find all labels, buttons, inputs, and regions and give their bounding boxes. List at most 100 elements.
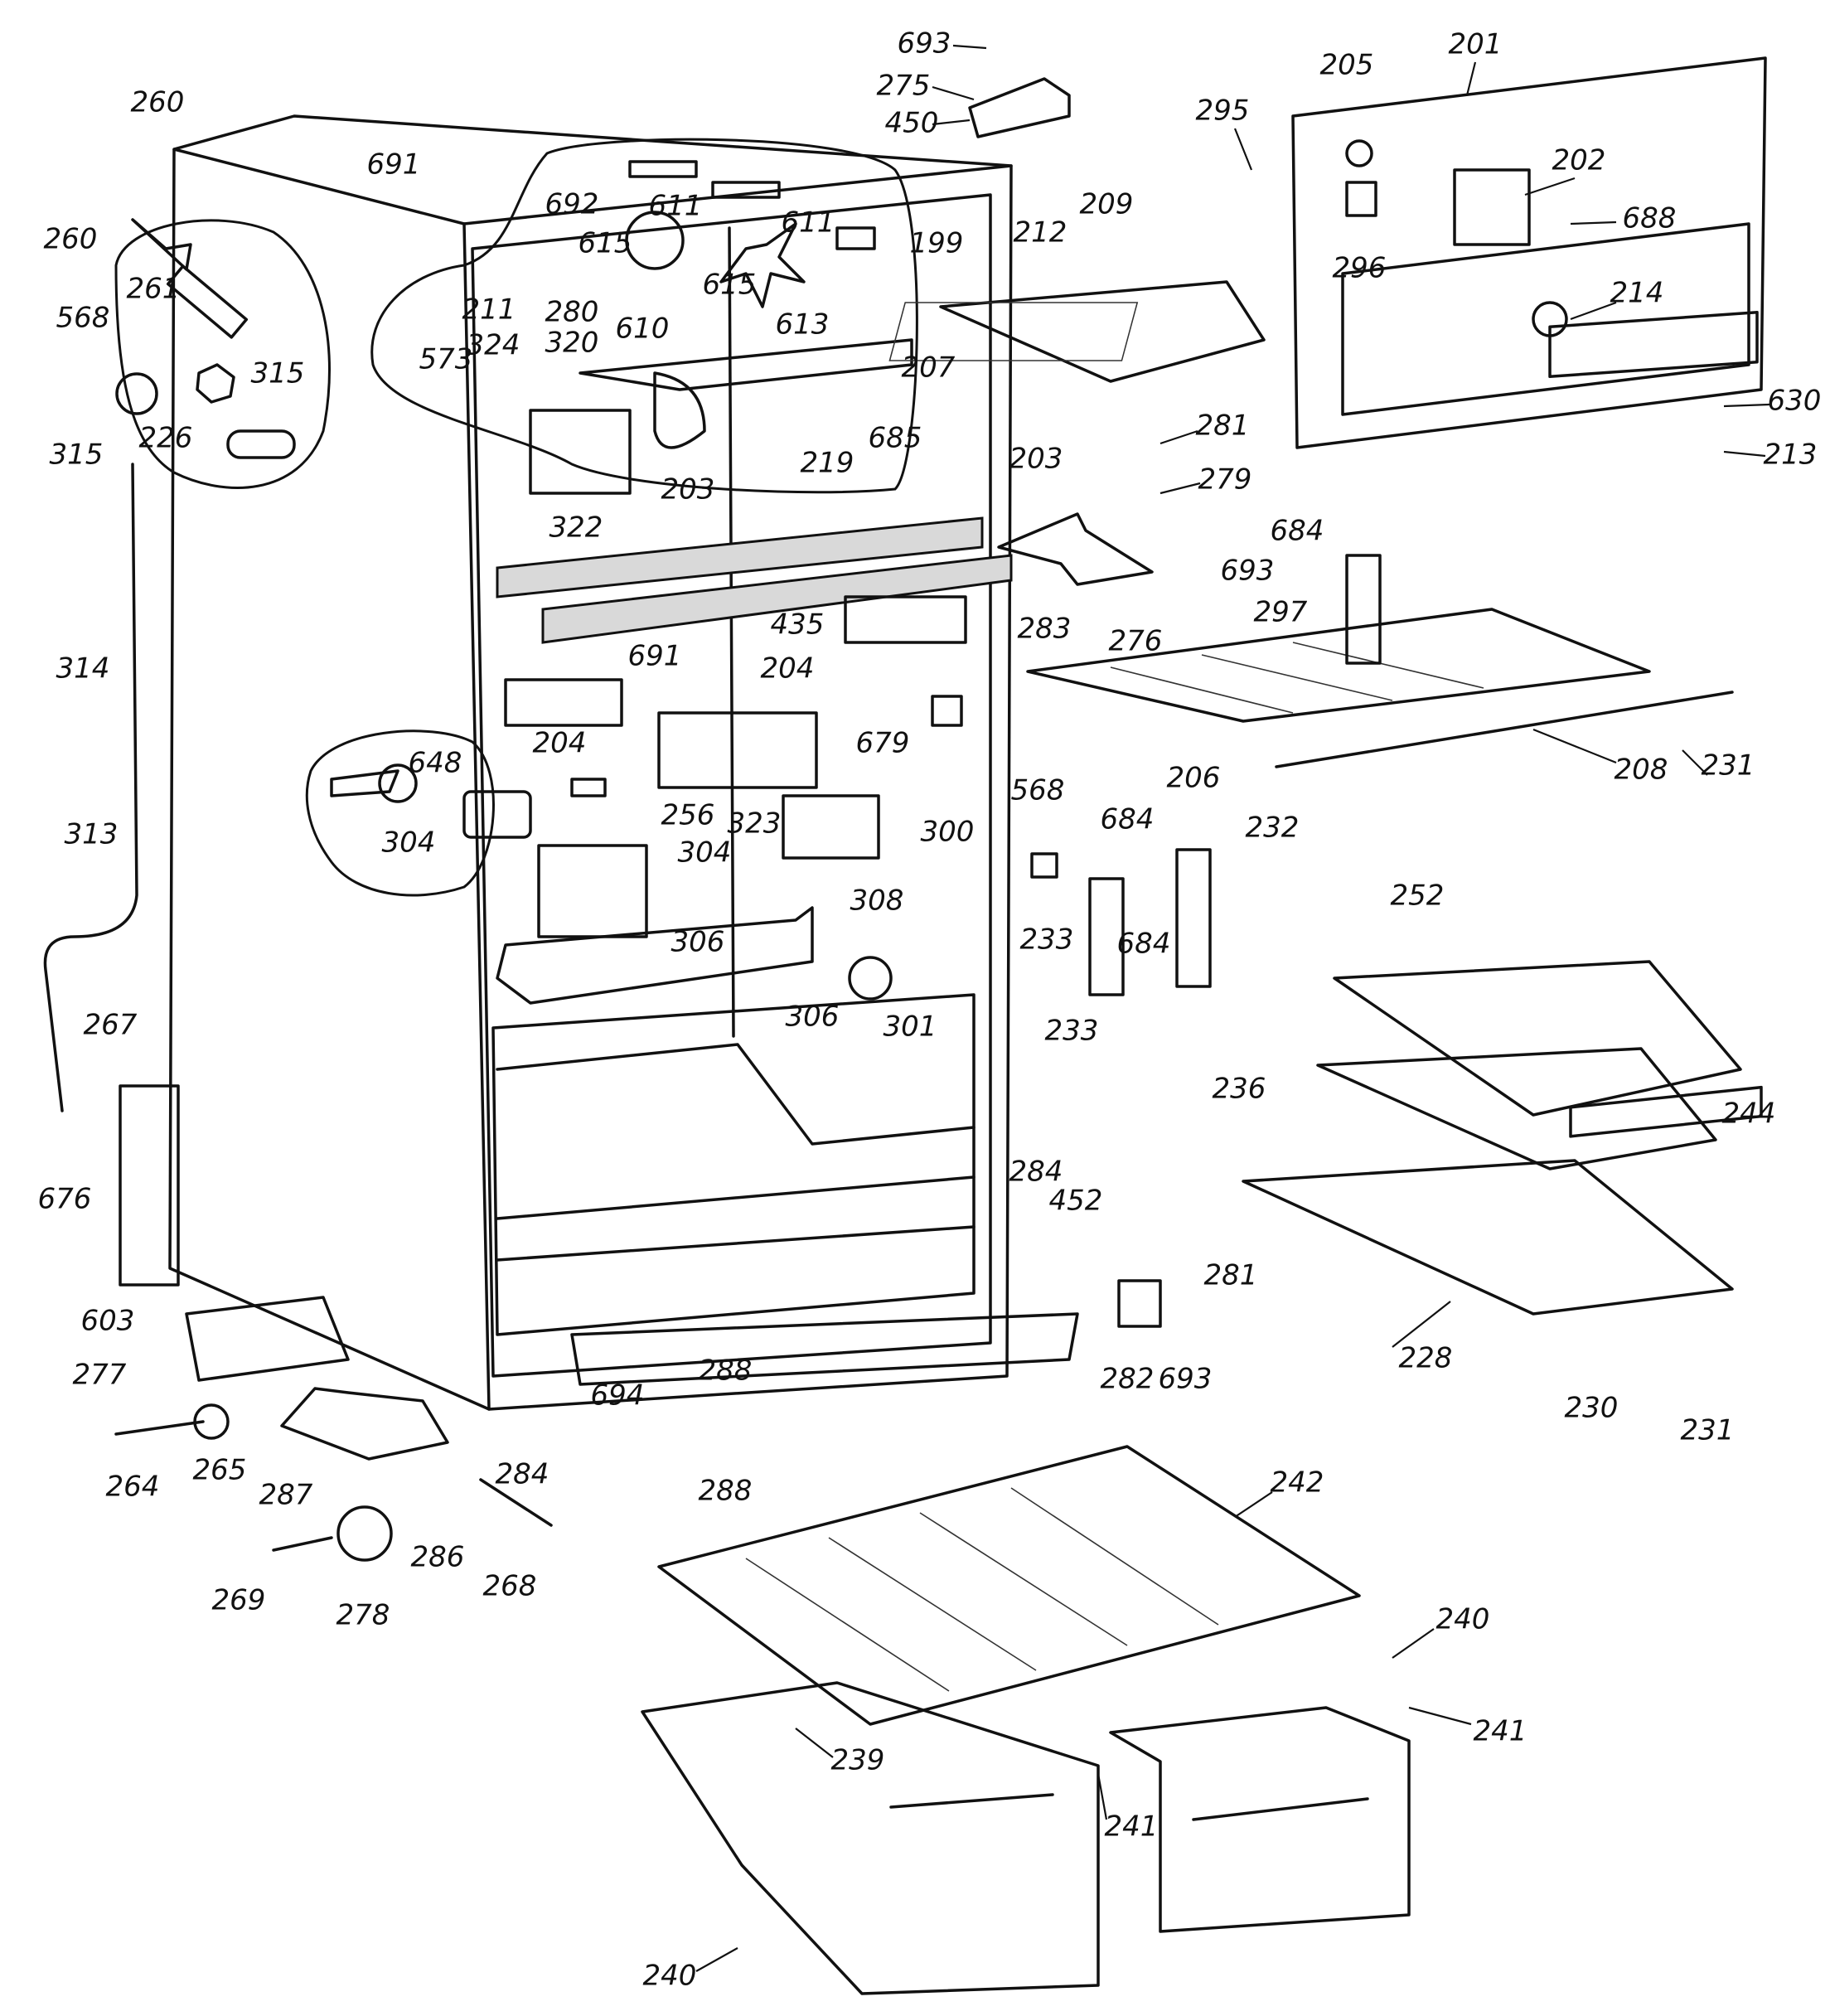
shelf-bracket-left [504, 678, 623, 727]
ice-tray [1548, 311, 1759, 378]
cold-control [782, 794, 880, 860]
callout-688: 688 [1623, 202, 1677, 235]
callout-648: 648 [409, 747, 462, 780]
callout-684-low: 684 [1117, 928, 1171, 961]
callout-203-left: 203 [661, 473, 715, 506]
callout-280: 280 [545, 296, 599, 329]
callout-324: 324 [467, 329, 520, 362]
callout-244: 244 [1722, 1098, 1776, 1131]
callout-240-right: 240 [1436, 1603, 1490, 1636]
callout-284-low: 284 [496, 1458, 549, 1491]
callout-610: 610 [616, 313, 670, 346]
callout-260-side: 260 [44, 223, 98, 256]
cabinet-foot-bracket [185, 1296, 350, 1382]
callout-267: 267 [84, 1009, 138, 1042]
callout-205: 205 [1320, 49, 1374, 82]
callout-199: 199 [910, 227, 964, 260]
callout-304-right: 304 [678, 836, 732, 870]
callout-615-right: 615 [703, 269, 757, 302]
thermostat [931, 695, 963, 727]
callout-676: 676 [38, 1183, 92, 1216]
callout-286: 286 [411, 1541, 465, 1574]
callout-287: 287 [259, 1479, 313, 1512]
defrost-timer-detail-bubble [305, 729, 532, 897]
callout-241-right: 241 [1474, 1715, 1527, 1748]
shelf-bracket-right [844, 595, 967, 644]
shelf-rail-upper [1345, 554, 1382, 665]
callout-308: 308 [850, 884, 904, 918]
callout-208: 208 [1615, 754, 1668, 787]
fridge-wire-shelf [1026, 608, 1734, 768]
callout-219: 219 [801, 447, 854, 480]
callout-314: 314 [56, 652, 110, 686]
crisper-drawer-left [641, 1681, 1100, 1995]
callout-684-mid: 684 [1101, 803, 1155, 836]
callout-300: 300 [921, 816, 975, 849]
callout-320: 320 [545, 327, 599, 360]
callout-323: 323 [728, 807, 782, 841]
callout-693-low: 693 [1159, 1363, 1213, 1396]
callout-260-top: 260 [131, 86, 185, 119]
callout-203-right: 203 [1009, 443, 1063, 476]
callout-276: 276 [1109, 625, 1163, 658]
callout-288-top: 288 [699, 1354, 753, 1388]
callout-241-left: 241 [1105, 1810, 1159, 1844]
callout-306-inner: 306 [671, 926, 725, 959]
callout-450: 450 [885, 107, 939, 140]
callout-242: 242 [1271, 1466, 1324, 1500]
light-bulb-socket [848, 956, 893, 1001]
callout-206: 206 [1167, 762, 1221, 795]
callout-684-top: 684 [1271, 515, 1324, 548]
callout-313: 313 [65, 818, 119, 851]
callout-233-top: 233 [1020, 923, 1074, 957]
callout-269: 269 [212, 1584, 266, 1617]
leveling-roller-front [280, 1387, 449, 1461]
freezer-shelf [888, 280, 1266, 383]
callout-233-low: 233 [1045, 1015, 1099, 1048]
leader-lines [695, 44, 1770, 1972]
refrigerator-cabinet [168, 114, 1013, 1411]
control-housing [657, 711, 818, 789]
callout-281-bottom: 281 [1204, 1259, 1258, 1292]
callout-322: 322 [549, 511, 603, 545]
callout-630: 630 [1768, 385, 1822, 418]
base-grille [570, 1312, 1079, 1386]
callout-685: 685 [869, 422, 922, 455]
callout-201: 201 [1449, 28, 1503, 61]
relay-housing [537, 844, 648, 938]
callout-435: 435 [771, 608, 825, 642]
rail-clip [1030, 852, 1058, 879]
cabinet-side-panel [119, 1084, 180, 1287]
callout-213: 213 [1764, 439, 1818, 472]
callout-265: 265 [193, 1454, 247, 1487]
bottom-hinge [1117, 1279, 1162, 1328]
callout-568-mid: 568 [1011, 774, 1065, 807]
callout-226: 226 [139, 422, 193, 455]
callout-282: 282 [1101, 1363, 1155, 1396]
callout-239: 239 [831, 1744, 885, 1777]
callout-611-right: 611 [782, 206, 835, 240]
callout-693-mid: 693 [1221, 555, 1275, 588]
callout-279: 279 [1198, 463, 1252, 497]
callout-603: 603 [81, 1305, 135, 1338]
callout-568-left: 568 [56, 302, 110, 335]
top-hinge [968, 77, 1071, 138]
callout-204-left: 204 [533, 727, 587, 760]
center-hinge [997, 512, 1154, 586]
callout-692: 692 [545, 188, 599, 221]
callout-281-top: 281 [1196, 410, 1250, 443]
callout-694: 694 [591, 1379, 645, 1413]
crisper-cover [657, 1445, 1361, 1726]
callout-209: 209 [1080, 188, 1134, 221]
shelf-rail-right [1175, 848, 1212, 988]
callout-240-left: 240 [643, 1960, 697, 1993]
callout-611-left: 611 [649, 190, 703, 223]
crisper-drawer-right [1109, 1706, 1411, 1933]
callout-256: 256 [661, 799, 715, 832]
callout-295: 295 [1196, 94, 1250, 128]
callout-452: 452 [1049, 1185, 1103, 1218]
callout-230: 230 [1565, 1392, 1619, 1425]
snack-pan-assembly [1242, 960, 1763, 1316]
callout-231-top: 231 [1702, 749, 1755, 783]
